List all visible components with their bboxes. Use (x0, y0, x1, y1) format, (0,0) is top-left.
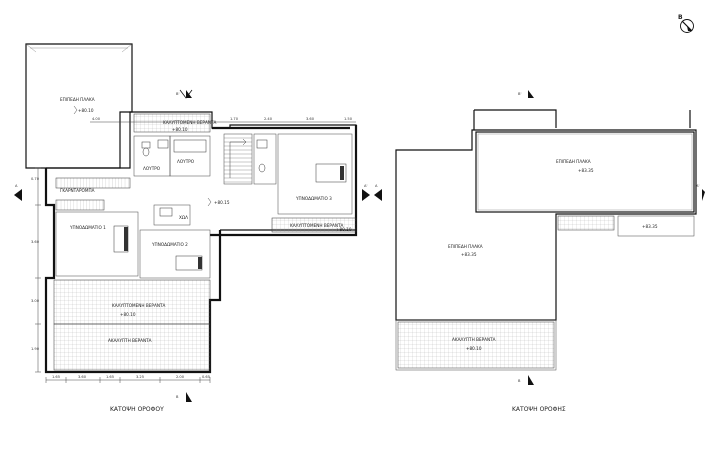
room-label-bedroom-3: ΥΠΝΟΔΩΜΑΤΙΟ 3 (295, 196, 332, 201)
roof-level-upper: +83.35 (578, 168, 594, 173)
dimension-chain-bottom: 1.65 3.60 1.65 3.25 2.00 0.65 (45, 375, 211, 383)
roof-balcony-strip (557, 215, 615, 231)
caption-upper-floor: ΚΑΤΟΨΗ ΟΡΟΦΟΥ (110, 406, 164, 413)
dim-bottom-1: 1.65 (52, 375, 60, 379)
room-label-bedroom-2: ΥΠΝΟΔΩΜΑΤΙΟ 2 (151, 242, 188, 247)
dim-top-5: 1.50 (344, 117, 353, 121)
level-hall: +80.15 (214, 200, 230, 205)
dim-left-2: 3.60 (31, 240, 40, 244)
room-label-bath: ΛΟΥΤΡΟ (177, 159, 195, 164)
roof-level-lower: +83.35 (461, 252, 477, 257)
level-balcony-top: +80.10 (172, 127, 188, 132)
bed-icon-3 (315, 163, 347, 183)
roof-label-veranda: ΑΚΑΛΥΠΤΗ ΒΕΡΑΝΤΑ (452, 337, 496, 342)
roof-plan: ΕΠΙΠΕΔΗ ΠΛΑΚΑ +83.35 ΕΠΙΠΕΔΗ ΠΛΑΚΑ +83.3… (374, 90, 705, 413)
wash-basin-icon (256, 139, 268, 149)
section-label-a-left: A (15, 184, 18, 188)
roof-section-marker-b-top: B' (518, 90, 534, 98)
dim-bottom-5: 2.00 (176, 375, 185, 379)
upper-floor-plan: ΕΠΙΠΕΔΗ ΠΛΑΚΑ +80.10 ΚΑΛΥΠΤΟΜΕΝΗ ΒΕΡΑΝΤΑ… (14, 43, 370, 413)
level-veranda-covered: +80.10 (120, 312, 136, 317)
stair-treads (224, 137, 252, 183)
room-label-balcony-top: ΚΑΛΥΠΤΟΜΕΝΗ ΒΕΡΑΝΤΑ (163, 120, 217, 125)
dim-left-1: 0.70 (31, 177, 40, 181)
flat-roof-area: ΕΠΙΠΕΔΗ ΠΛΑΚΑ +80.10 (25, 43, 133, 169)
bedroom-3: ΥΠΝΟΔΩΜΑΤΙΟ 3 (277, 133, 353, 215)
section-marker-b-top: B' (176, 89, 193, 99)
open-veranda: ΑΚΑΛΥΠΤΗ ΒΕΡΑΝΤΑ (53, 323, 211, 371)
dim-top-2: 1.70 (230, 117, 239, 121)
covered-balcony-top: ΚΑΛΥΠΤΟΜΕΝΗ ΒΕΡΑΝΤΑ +80.10 (133, 113, 217, 133)
caption-roof-plan: ΚΑΤΟΨΗ ΟΡΟΦΗΣ (512, 406, 566, 413)
dim-top-3: 2.40 (264, 117, 273, 121)
level-right-balcony: +80.10 (336, 227, 352, 232)
north-label: B (678, 14, 683, 21)
roof-section-marker-a-right: A' (696, 184, 705, 201)
section-label-b-bottom: B (176, 395, 179, 399)
hall-fixture-icon (159, 207, 173, 217)
roof-level-small: +83.35 (642, 224, 658, 229)
toilet-bowl-icon (142, 147, 150, 157)
bed-headboard-icon-3 (340, 166, 344, 180)
covered-veranda: ΚΑΛΥΠΤΟΜΕΝΗ ΒΕΡΑΝΤΑ +80.10 (53, 279, 211, 325)
dim-bottom-3: 1.65 (106, 375, 114, 379)
roof-section-label-a-left: A (375, 184, 378, 188)
bed-headboard-icon (124, 227, 128, 251)
sink-icon (157, 139, 169, 149)
room-label-balcony-right: ΚΑΛΥΠΤΟΜΕΝΗ ΒΕΡΑΝΤΑ (290, 223, 344, 228)
section-marker-a-right: A' (362, 184, 370, 201)
bath-right (253, 133, 277, 185)
wet-area-block: ΛΟΥΤΡΟ ΛΟΥΤΡΟ (133, 135, 211, 177)
bathtub-icon (173, 139, 207, 153)
room-label-wc: ΛΟΥΤΡΟ (143, 166, 161, 171)
bedroom-2: ΥΠΝΟΔΩΜΑΤΙΟ 2 (139, 229, 211, 279)
section-marker-b-bottom: B (176, 392, 192, 402)
section-marker-a-left: A (14, 184, 22, 201)
dimension-chain-left: 0.70 3.60 3.00 1.90 (31, 167, 41, 373)
section-label-b-top: B' (176, 92, 179, 96)
wc-bowl-icon (258, 163, 266, 173)
roof-small-slab (617, 215, 695, 237)
roof-level-veranda: +80.10 (466, 346, 482, 351)
staircase (223, 133, 253, 185)
roof-section-marker-b-bottom: B (518, 375, 534, 385)
bedroom-1: ΥΠΝΟΔΩΜΑΤΙΟ 1 (55, 211, 139, 277)
dim-top-4: 3.60 (306, 117, 315, 121)
north-arrow-icon: B (678, 14, 694, 33)
room-label-flat-roof: ΕΠΙΠΕΔΗ ΠΛΑΚΑ (60, 97, 95, 102)
dim-left-3: 3.00 (31, 299, 40, 303)
roof-label-lower: ΕΠΙΠΕΔΗ ΠΛΑΚΑ (448, 244, 483, 249)
room-label-hall: ΧΩΛ (179, 215, 188, 220)
roof-section-label-a-right: A' (696, 184, 699, 188)
bed-headboard-icon-2 (198, 257, 202, 269)
roof-section-label-b-top: B' (518, 92, 521, 96)
dim-bottom-4: 3.25 (136, 375, 144, 379)
level-flat-roof: +80.10 (78, 108, 94, 113)
toilet-icon (141, 141, 151, 149)
dim-bottom-6: 0.65 (202, 375, 210, 379)
roof-section-marker-a-left: A (374, 184, 382, 201)
upper-roof-slab (475, 131, 695, 213)
dimension-chain-top: 4.00 1.70 2.40 3.60 1.50 (90, 117, 356, 123)
hall-area: ΧΩΛ +80.15 (153, 197, 230, 226)
section-label-a-right: A' (364, 184, 367, 188)
roof-open-veranda (397, 321, 555, 369)
room-label-bedroom-1: ΥΠΝΟΔΩΜΑΤΙΟ 1 (69, 225, 106, 230)
dim-bottom-2: 3.60 (78, 375, 87, 379)
wardrobe-strip: ΓΚΑΡΝΤΑΡΟΜΠΑ (55, 177, 131, 211)
roof-section-label-b-bottom: B (518, 379, 521, 383)
room-label-veranda-open: ΑΚΑΛΥΠΤΗ ΒΕΡΑΝΤΑ (108, 338, 152, 343)
outer-walls (44, 111, 358, 374)
room-label-veranda-covered: ΚΑΛΥΠΤΟΜΕΝΗ ΒΕΡΑΝΤΑ (112, 303, 166, 308)
dim-top-1: 4.00 (92, 117, 101, 121)
room-label-wardrobe: ΓΚΑΡΝΤΑΡΟΜΠΑ (60, 188, 95, 193)
covered-balcony-right: ΚΑΛΥΠΤΟΜΕΝΗ ΒΕΡΑΝΤΑ +80.10 (271, 217, 357, 233)
roof-label-upper: ΕΠΙΠΕΔΗ ΠΛΑΚΑ (556, 159, 591, 164)
dim-left-4: 1.90 (31, 347, 40, 351)
